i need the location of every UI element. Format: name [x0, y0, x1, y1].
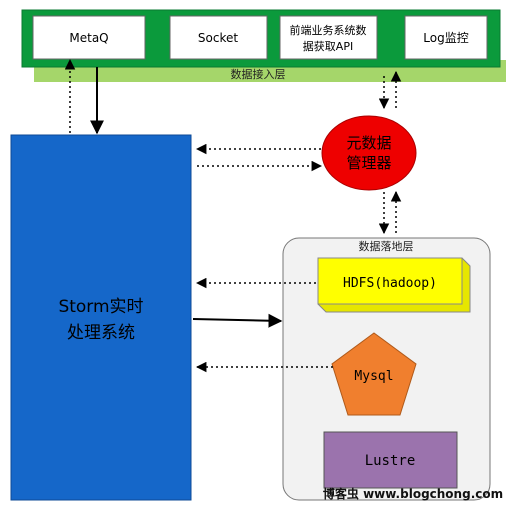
access-layer-label: 数据接入层	[231, 67, 286, 81]
mysql-label: Mysql	[354, 369, 393, 384]
metadata-manager-line2: 管理器	[346, 154, 391, 172]
hdfs-box	[317, 257, 463, 305]
source-frontend-api-box	[279, 15, 378, 60]
hdfs-label: HDFS(hadoop)	[343, 276, 437, 291]
storm-label-line2: 处理系统	[67, 323, 135, 343]
metadata-manager-ellipse	[321, 115, 417, 191]
lustre-box	[323, 431, 458, 489]
source-metaq-label: MetaQ	[69, 31, 108, 45]
storm-to-storage-arrow	[192, 313, 283, 328]
watermark-text: 博客虫 www.blogchong.com	[323, 486, 503, 501]
storage-layer-label: 数据落地层	[359, 239, 414, 253]
source-frontend-api-line1: 前端业务系统数	[290, 23, 367, 37]
metadata-manager-line1: 元数据	[346, 134, 391, 152]
source-log-monitor-box	[404, 15, 488, 60]
source-metaq-box	[32, 15, 146, 60]
source-log-monitor-label: Log监控	[423, 31, 468, 45]
source-frontend-api-line2: 据获取API	[303, 39, 353, 53]
storm-box	[10, 134, 192, 501]
storm-label-line1: Storm实时	[58, 297, 143, 317]
mysql-pentagon	[331, 332, 417, 416]
source-socket-box	[169, 15, 268, 60]
source-socket-label: Socket	[198, 31, 238, 45]
lustre-label: Lustre	[365, 453, 416, 469]
